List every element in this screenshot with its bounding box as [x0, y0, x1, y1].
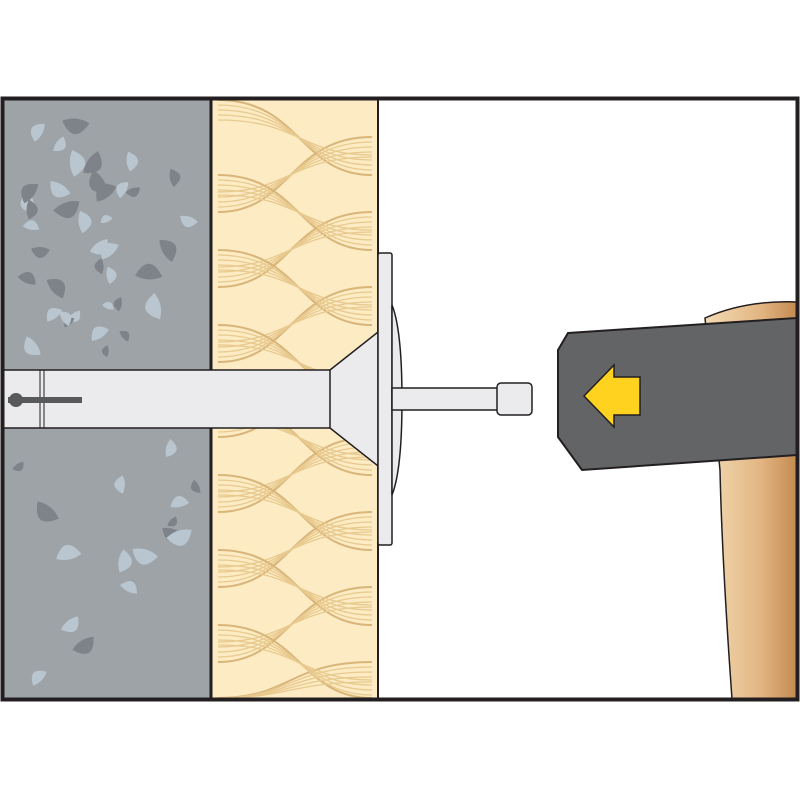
concrete-stone	[166, 529, 192, 546]
insulation-fiber	[217, 119, 373, 193]
arrow-left-icon	[582, 363, 641, 429]
concrete-stone	[125, 187, 141, 197]
concrete-stone	[113, 297, 122, 312]
concrete-stone	[69, 149, 86, 177]
concrete-stone	[83, 151, 102, 174]
concrete-stone	[59, 311, 72, 327]
concrete-stone	[132, 548, 159, 565]
concrete-stone	[167, 516, 177, 527]
concrete-stone	[102, 301, 114, 310]
concrete-stone	[126, 151, 139, 172]
insulation-fiber	[217, 569, 373, 643]
concrete-stone	[30, 247, 50, 258]
concrete-stone	[53, 136, 66, 152]
concrete-stone	[170, 496, 190, 508]
concrete-stone	[101, 345, 109, 358]
concrete-stone	[118, 549, 132, 573]
hammer	[557, 301, 797, 699]
concrete-stone	[159, 239, 177, 262]
insulation-fiber	[217, 644, 373, 699]
concrete-stone	[22, 220, 40, 231]
concrete-stone	[101, 242, 119, 260]
concrete-stone	[100, 214, 113, 224]
insulation-fiber	[217, 494, 373, 568]
concrete-stone	[119, 330, 130, 342]
concrete-stone	[145, 293, 162, 320]
concrete-stone	[165, 438, 177, 458]
concrete-stone	[89, 170, 108, 193]
insulation-anchor	[3, 252, 533, 546]
concrete-stone	[72, 636, 94, 654]
concrete-stone	[190, 479, 201, 493]
concrete-stone	[169, 168, 181, 187]
concrete-stone	[114, 475, 125, 494]
concrete-stone	[106, 266, 117, 285]
concrete-stone	[53, 200, 80, 219]
concrete-stone	[31, 670, 47, 686]
concrete-stone	[36, 501, 59, 522]
concrete-stone	[30, 123, 45, 142]
concrete-stone	[46, 279, 66, 299]
concrete-stone	[116, 182, 129, 199]
concrete-stone	[12, 461, 24, 472]
concrete-stone	[78, 210, 92, 234]
concrete-stone	[180, 215, 198, 228]
concrete-stone	[17, 271, 36, 285]
concrete-stone	[46, 307, 63, 322]
concrete-stone	[56, 545, 82, 561]
insulation-fiber	[217, 269, 373, 343]
concrete-stone	[24, 336, 41, 356]
concrete-stone	[26, 199, 38, 220]
concrete-stone	[62, 118, 90, 135]
insulation-fiber	[217, 194, 373, 268]
concrete-stone	[120, 581, 138, 594]
concrete-stone	[21, 183, 39, 204]
concrete-stone	[60, 616, 79, 633]
concrete-stone	[135, 263, 163, 280]
concrete-stone	[50, 181, 71, 198]
concrete-stone	[94, 258, 104, 275]
concrete-stone	[91, 326, 109, 341]
